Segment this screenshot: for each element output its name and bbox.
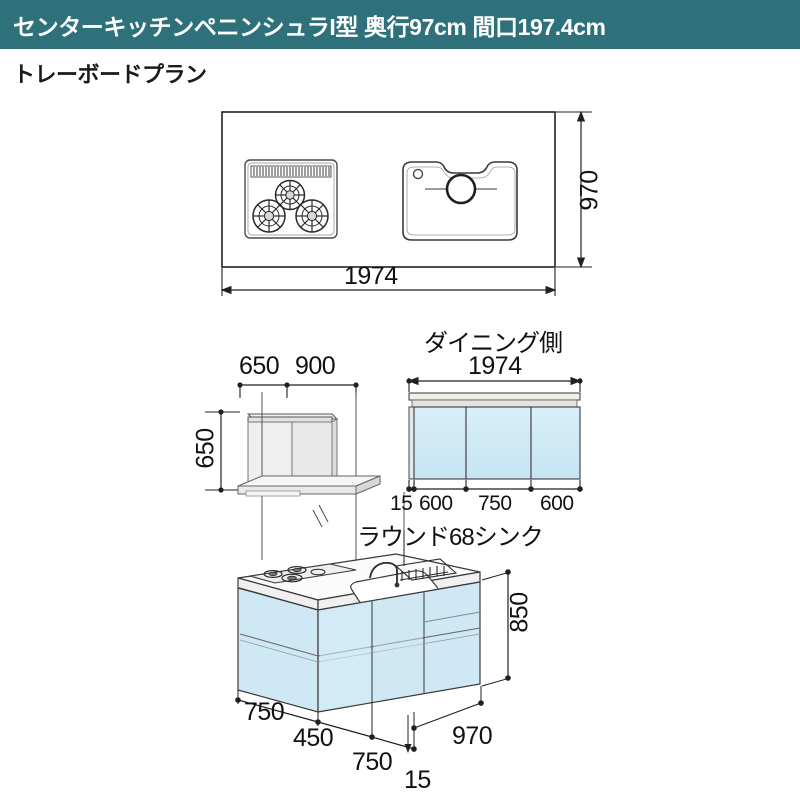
bottom-dimension-chain <box>235 690 417 753</box>
header-bar: センターキッチンペニンシュラI型 奥行97cm 間口197.4cm <box>0 0 800 49</box>
hood-height-label: 650 <box>191 428 220 469</box>
main-dim-15: 15 <box>404 766 431 794</box>
plan-width-dimension <box>220 268 557 296</box>
main-height-label: 850 <box>505 592 534 633</box>
dining-seg-15: 15 <box>390 492 413 515</box>
cabinet-left-face <box>237 587 319 713</box>
hood-dim-right-label: 900 <box>295 352 336 380</box>
burner-icon <box>295 199 329 233</box>
main-dim-750a: 750 <box>244 698 285 726</box>
page-title: センターキッチンペニンシュラI型 奥行97cm 間口197.4cm <box>13 13 606 40</box>
sink-model-label: ラウンド68シンク <box>357 524 544 551</box>
height-850-dimension <box>481 569 511 687</box>
dining-side-caption: ダイニング側 <box>424 330 563 357</box>
dining-panel-600-left <box>413 406 467 480</box>
burner-icon <box>274 179 306 211</box>
depth-970-dimension <box>411 686 484 731</box>
cooktop-perspective <box>249 563 357 584</box>
main-dim-750b: 750 <box>352 748 393 776</box>
plan-view-group <box>220 110 592 296</box>
dining-panel-600-right <box>530 406 581 480</box>
dining-seg-600b: 600 <box>540 492 574 515</box>
dining-width-label: 1974 <box>468 352 522 380</box>
dining-panel-750 <box>465 406 532 480</box>
dining-seg-600a: 600 <box>419 492 453 515</box>
main-kitchen-group <box>235 530 511 753</box>
plan-depth-label: 970 <box>575 170 604 211</box>
drainer-rack-icon <box>394 558 458 581</box>
sink-plan-icon <box>402 161 518 241</box>
main-depth-label: 970 <box>452 722 493 750</box>
range-hood-drawing <box>237 413 381 497</box>
hood-dim-left-label: 650 <box>239 352 280 380</box>
plan-width-label: 1974 <box>344 262 398 290</box>
hood-dimension-group <box>205 382 359 493</box>
cooktop-plan-icon <box>244 159 338 239</box>
plan-depth-dimension <box>556 110 592 269</box>
main-dim-450: 450 <box>293 724 334 752</box>
dining-side-group <box>406 376 583 492</box>
burner-icon <box>252 199 286 233</box>
dining-seg-750: 750 <box>478 492 512 515</box>
plan-subtitle: トレーボードプラン <box>13 62 207 87</box>
